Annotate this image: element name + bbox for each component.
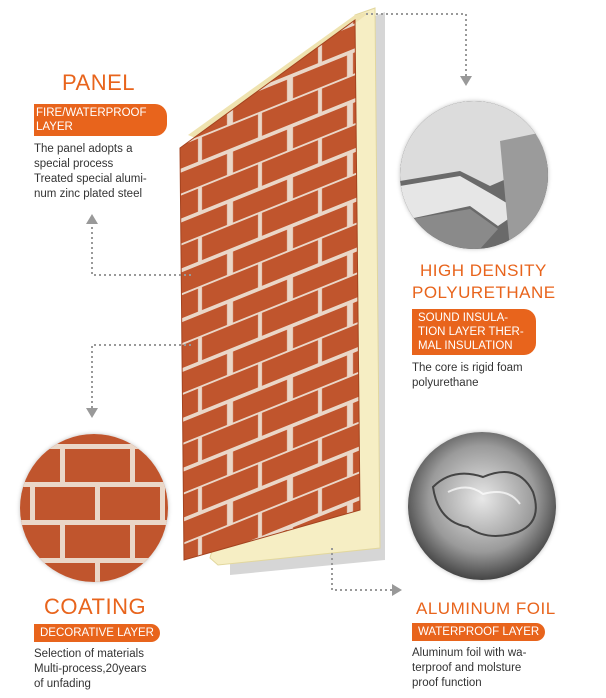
polyurethane-title-line1: HIGH DENSITY <box>420 261 547 280</box>
polyurethane-section: HIGH DENSITY POLYURETHANE SOUND INSULA- … <box>412 262 582 391</box>
wall-panel-illustration <box>179 7 385 575</box>
coating-closeup-image <box>20 434 168 582</box>
coating-section: COATING DECORATIVE LAYER Selection of ma… <box>34 596 184 692</box>
polyurethane-tag: SOUND INSULA- TION LAYER THER- MAL INSUL… <box>412 309 536 355</box>
coating-title: COATING <box>44 594 147 619</box>
aluminum-title: ALUMINUM FOIL <box>416 599 556 618</box>
brick-face <box>180 20 360 560</box>
polyurethane-description: The core is rigid foam polyurethane <box>412 362 523 389</box>
polyurethane-title-line2: POLYURETHANE <box>412 283 556 302</box>
coating-description: Selection of materials Multi-process,20y… <box>34 648 147 690</box>
aluminum-description: Aluminum foil with wa- terproof and mols… <box>412 647 527 689</box>
polyurethane-closeup-image <box>400 101 548 249</box>
aluminum-foil-closeup-image <box>408 432 556 580</box>
panel-description: The panel adopts a special process Treat… <box>34 143 147 200</box>
panel-tag: FIRE/WATERPROOF LAYER <box>34 104 167 136</box>
coating-tag: DECORATIVE LAYER <box>34 624 160 642</box>
aluminum-tag: WATERPROOF LAYER <box>412 623 546 641</box>
panel-title: PANEL <box>62 70 136 95</box>
panel-section: PANEL FIRE/WATERPROOF LAYER The panel ad… <box>34 72 174 202</box>
aluminum-section: ALUMINUM FOIL WATERPROOF LAYER Aluminum … <box>412 600 582 691</box>
